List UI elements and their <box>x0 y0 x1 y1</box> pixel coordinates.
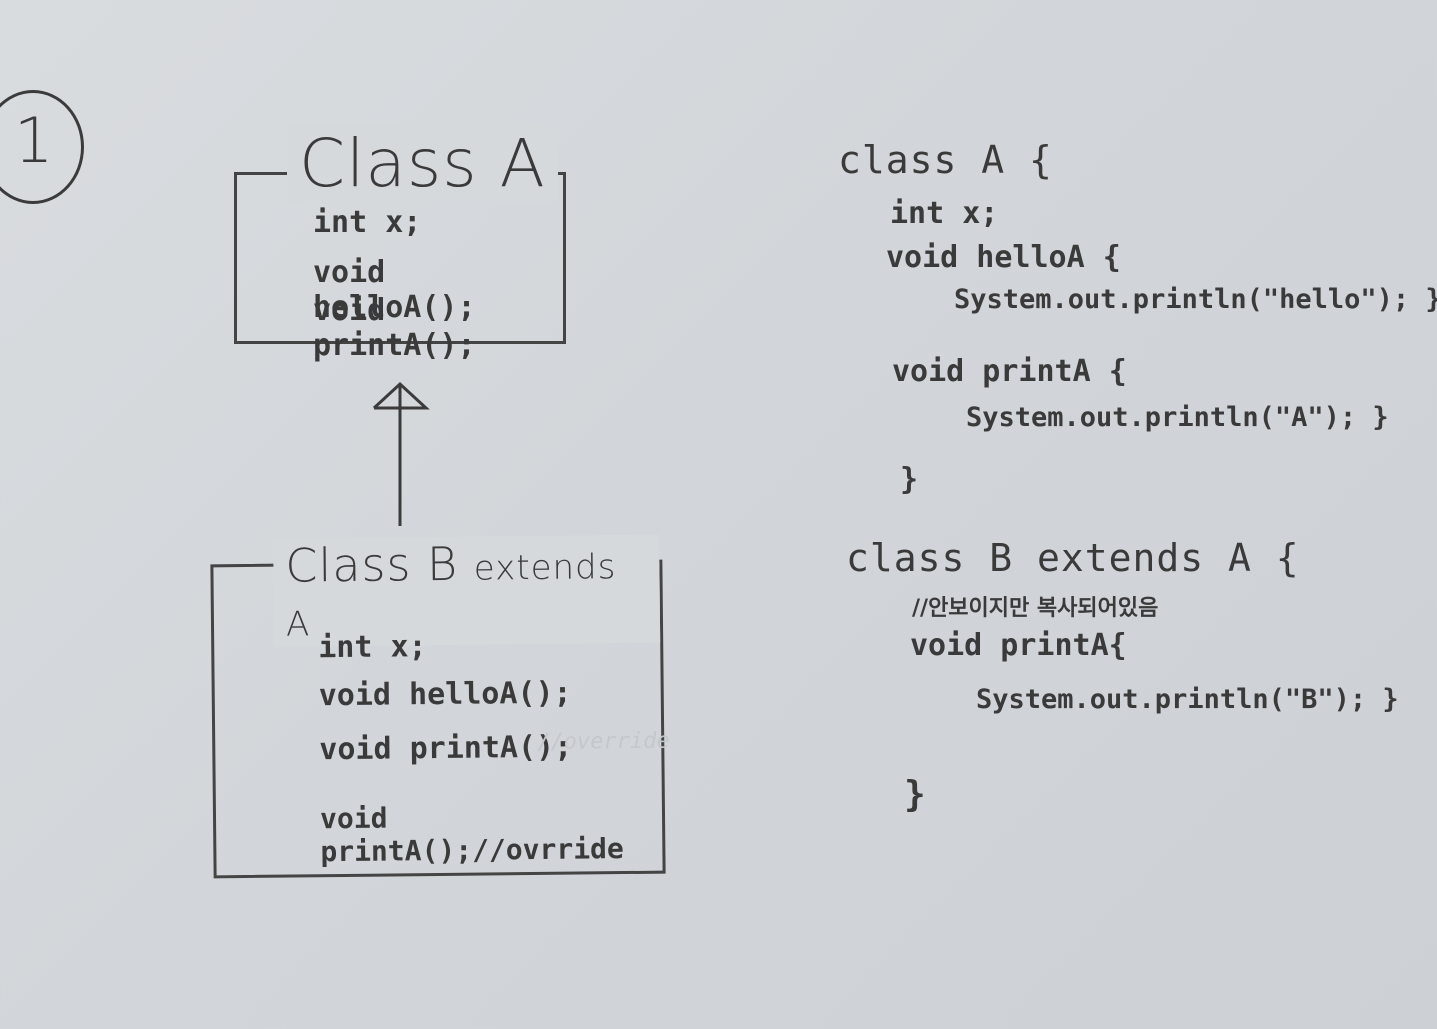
class-b-title-main: Class B <box>285 536 459 593</box>
class-a-box: Class A int x; void helloA(); void print… <box>234 125 566 363</box>
step-circle <box>0 90 84 204</box>
code-class-a-line-4: void printA { <box>892 354 1127 389</box>
class-b-member-printA-override: void printA();//ovrride <box>319 801 624 869</box>
class-b-member-helloA: void helloA(); <box>318 675 572 714</box>
code-class-a-line-3: System.out.println("hello"); } <box>954 284 1437 315</box>
class-a-member-helloA: void helloA(); <box>313 255 476 325</box>
code-class-b-comment: //안보이지만 복사되어있음 <box>912 596 1159 621</box>
class-a-title: Class A <box>287 125 558 202</box>
code-class-a-line-2: void helloA { <box>886 240 1121 275</box>
class-b-member-field: int x; <box>318 629 427 666</box>
code-class-b-line-2: System.out.println("B"); } <box>976 684 1399 715</box>
class-a-member-printA: void printA(); <box>313 293 476 363</box>
class-b-member-printA: void printA(); <box>319 729 573 768</box>
code-class-b-line-1: void printA{ <box>910 628 1127 663</box>
code-class-a-close: } <box>900 462 919 497</box>
code-class-a-header: class A { <box>838 138 1053 182</box>
class-b-box: Class B extends A int x; void helloA(); … <box>210 534 670 879</box>
class-a-member-field: int x; <box>313 205 422 240</box>
code-class-b-header: class B extends A { <box>846 536 1300 580</box>
code-class-a-line-1: int x; <box>890 196 999 231</box>
inheritance-arrow <box>372 381 430 526</box>
step-number: 1 <box>14 104 54 177</box>
code-class-b-close: } <box>904 774 926 815</box>
code-class-a-line-5: System.out.println("A"); } <box>966 402 1389 433</box>
class-b-faint-note: //override <box>537 728 670 755</box>
